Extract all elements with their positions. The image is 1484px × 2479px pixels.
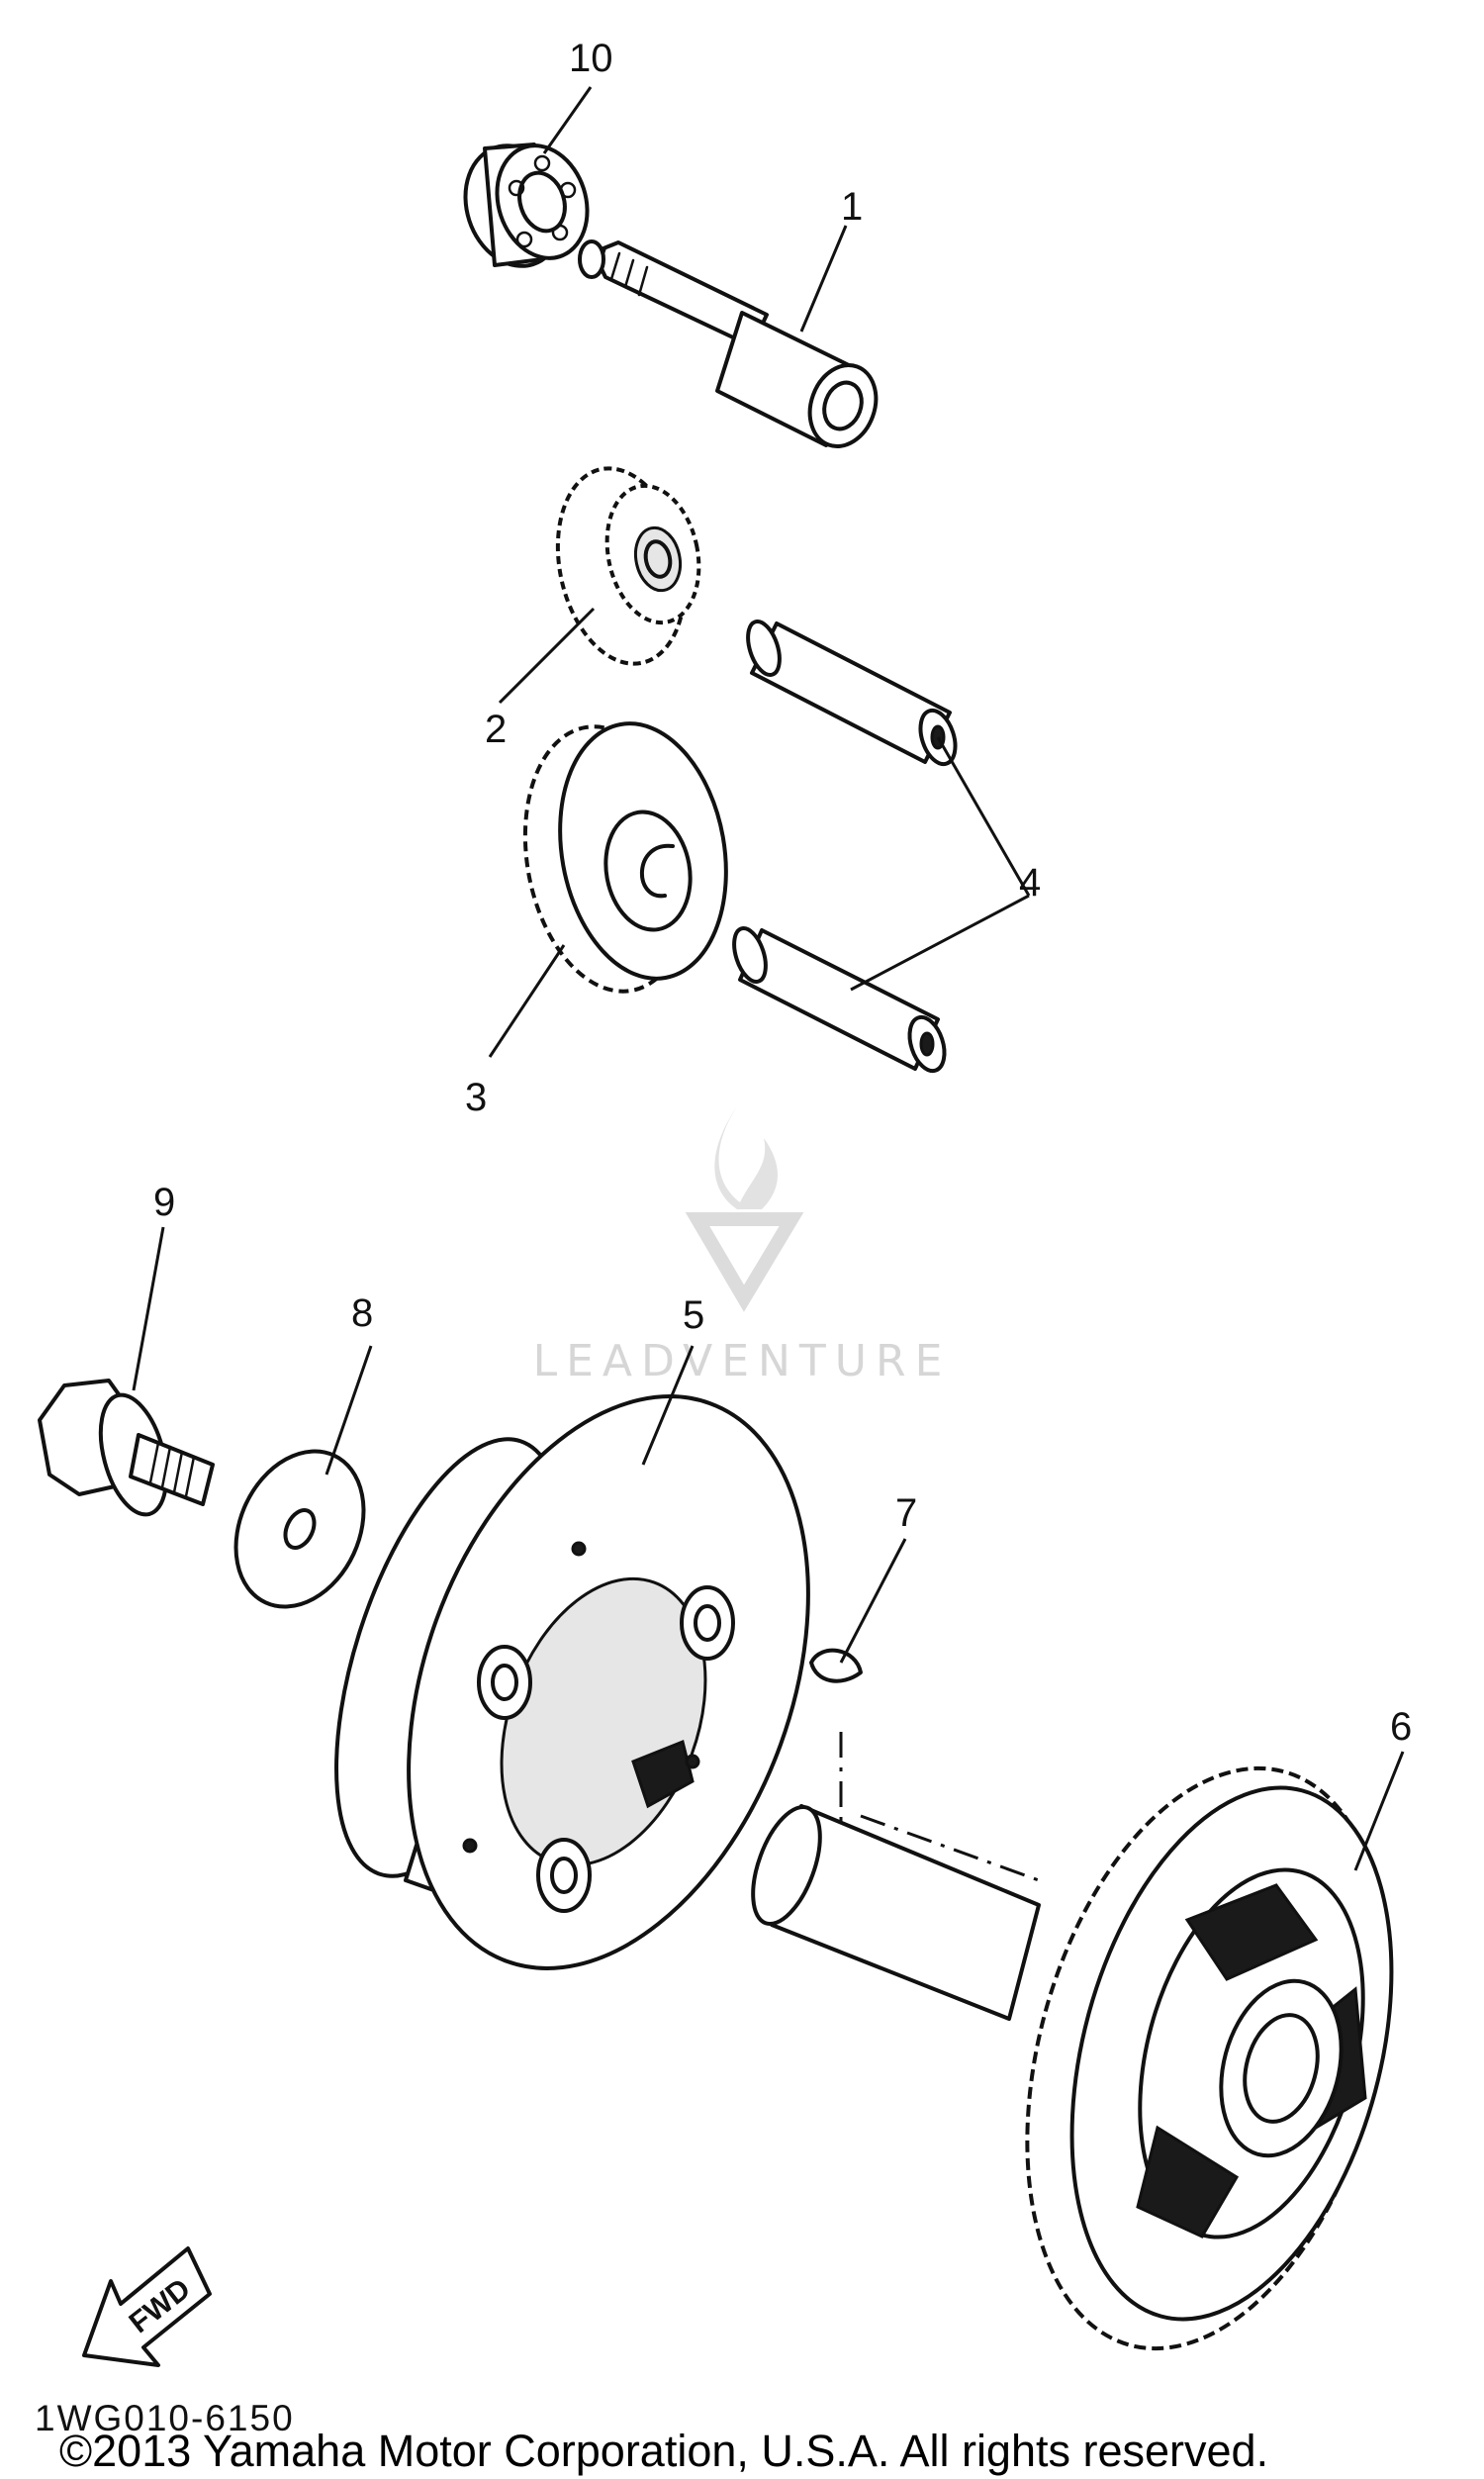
callout-7: 7: [895, 1491, 917, 1535]
fwd-arrow-icon: FWD: [82, 2246, 212, 2367]
copyright-notice: ©2013 Yamaha Motor Corporation, U.S.A. A…: [59, 2426, 1268, 2476]
part-3-gear: [522, 721, 728, 994]
callout-8: 8: [351, 1291, 373, 1335]
clutch-roller-boss: [477, 1585, 735, 1913]
part-9-bolt: [38, 1379, 215, 1517]
center-lines: [751, 1732, 1041, 2021]
callout-2: 2: [485, 708, 507, 751]
part-7-woodruff-key: [809, 1648, 863, 1683]
callout-6: 6: [1390, 1705, 1412, 1749]
part-4-pins: [732, 620, 958, 1074]
part-1-shaft: [578, 239, 879, 448]
leader-lines: [132, 86, 1405, 1871]
leadventure-watermark: LEADVENTURE: [533, 1106, 952, 1386]
callout-5: 5: [683, 1293, 704, 1337]
part-10-bearing: [463, 143, 590, 268]
callout-9: 9: [153, 1181, 175, 1224]
callout-numbers: 10 1 2 4 3 9 8 5 7 6: [153, 37, 1412, 1749]
part-2-double-gear: [555, 466, 701, 666]
callout-10: 10: [569, 37, 613, 80]
watermark-text: LEADVENTURE: [533, 1336, 952, 1386]
drawing-code: 1WG010-6150: [35, 2398, 295, 2438]
callout-4: 4: [1019, 861, 1041, 905]
part-5-starter-clutch: [334, 1394, 810, 1970]
part-8-washer: [233, 1449, 366, 1609]
part-6-starter-wheel-gear: [1025, 1765, 1394, 2351]
callout-3: 3: [465, 1076, 487, 1119]
callout-1: 1: [841, 185, 863, 229]
